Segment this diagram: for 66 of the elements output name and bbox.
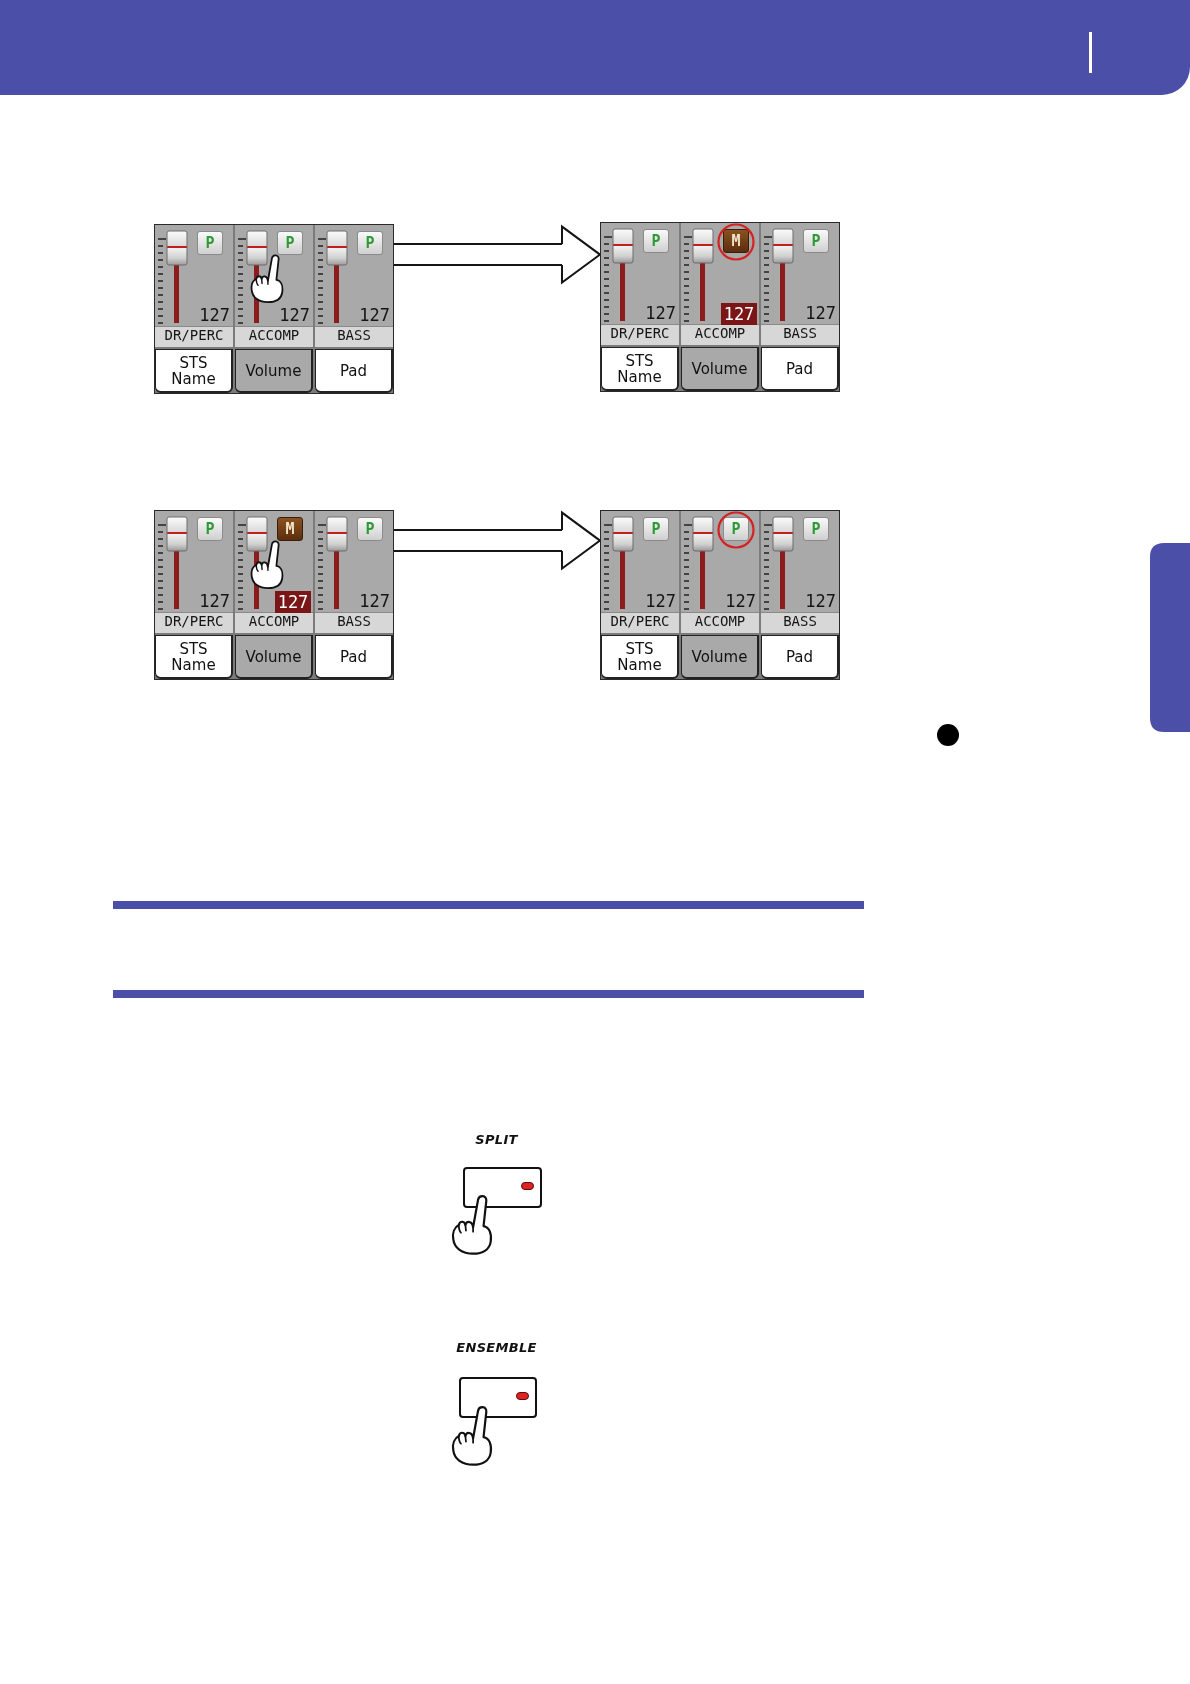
- value-readout: 127: [359, 305, 390, 327]
- play-mute-button: P: [277, 231, 303, 255]
- channel-strip: [601, 511, 679, 633]
- channel-name-label: BASS: [761, 324, 839, 345]
- function-tab: Volume: [235, 349, 313, 393]
- play-mute-button: P: [357, 231, 383, 255]
- function-tab: STS Name: [601, 635, 679, 679]
- play-mute-button: P: [803, 517, 829, 541]
- value-readout: 127: [805, 303, 836, 325]
- channel-name-label: ACCOMP: [235, 612, 313, 633]
- value-readout: 127: [199, 591, 230, 613]
- channel-strip: [761, 223, 839, 345]
- channel-name-label: BASS: [315, 326, 393, 347]
- channel-name-label: BASS: [761, 612, 839, 633]
- channel-name-label: BASS: [315, 612, 393, 633]
- value-readout: 127: [199, 305, 230, 327]
- function-tab: STS Name: [601, 347, 679, 391]
- key-label: SPLIT: [475, 1132, 518, 1148]
- channel-strip: [315, 511, 393, 633]
- function-tab: Pad: [315, 349, 393, 393]
- play-mute-button: P: [643, 517, 669, 541]
- value-readout: 127: [721, 303, 757, 325]
- value-readout: 127: [279, 305, 310, 327]
- function-tab: Volume: [681, 635, 759, 679]
- mixer-screenshot: [600, 222, 840, 392]
- channel-name-label: ACCOMP: [681, 324, 759, 345]
- value-readout: 127: [645, 591, 676, 613]
- play-mute-button: M: [723, 229, 749, 253]
- channel-name-label: DR/PERC: [155, 326, 233, 347]
- channel-name-label: DR/PERC: [601, 324, 679, 345]
- channel-strip: [235, 511, 313, 633]
- function-tab: STS Name: [155, 635, 233, 679]
- channel-name-label: DR/PERC: [601, 612, 679, 633]
- key-label: ENSEMBLE: [456, 1340, 537, 1356]
- channel-name-label: ACCOMP: [681, 612, 759, 633]
- play-mute-button: P: [357, 517, 383, 541]
- function-tab: STS Name: [155, 349, 233, 393]
- value-readout: 127: [359, 591, 390, 613]
- channel-strip: [155, 511, 233, 633]
- function-tab: Pad: [761, 635, 839, 679]
- play-mute-button: P: [197, 517, 223, 541]
- channel-name-label: DR/PERC: [155, 612, 233, 633]
- play-mute-button: M: [277, 517, 303, 541]
- function-tab: Pad: [315, 635, 393, 679]
- channel-strip: [761, 511, 839, 633]
- value-readout: 127: [645, 303, 676, 325]
- function-tab: Volume: [681, 347, 759, 391]
- play-mute-button: P: [803, 229, 829, 253]
- function-tab: Volume: [235, 635, 313, 679]
- function-tab: Pad: [761, 347, 839, 391]
- play-mute-button: P: [197, 231, 223, 255]
- value-readout: 127: [805, 591, 836, 613]
- play-mute-button: P: [643, 229, 669, 253]
- mixer-screenshot: [154, 224, 394, 394]
- play-mute-button: P: [723, 517, 749, 541]
- channel-strip: [235, 225, 313, 347]
- channel-name-label: ACCOMP: [235, 326, 313, 347]
- channel-strip: [681, 511, 759, 633]
- channel-strip: [601, 223, 679, 345]
- mixer-screenshot: [600, 510, 840, 680]
- value-readout: 127: [725, 591, 756, 613]
- channel-strip: [315, 225, 393, 347]
- mixer-screenshot: [154, 510, 394, 680]
- channel-strip: [155, 225, 233, 347]
- channel-strip: [681, 223, 759, 345]
- value-readout: 127: [275, 591, 311, 613]
